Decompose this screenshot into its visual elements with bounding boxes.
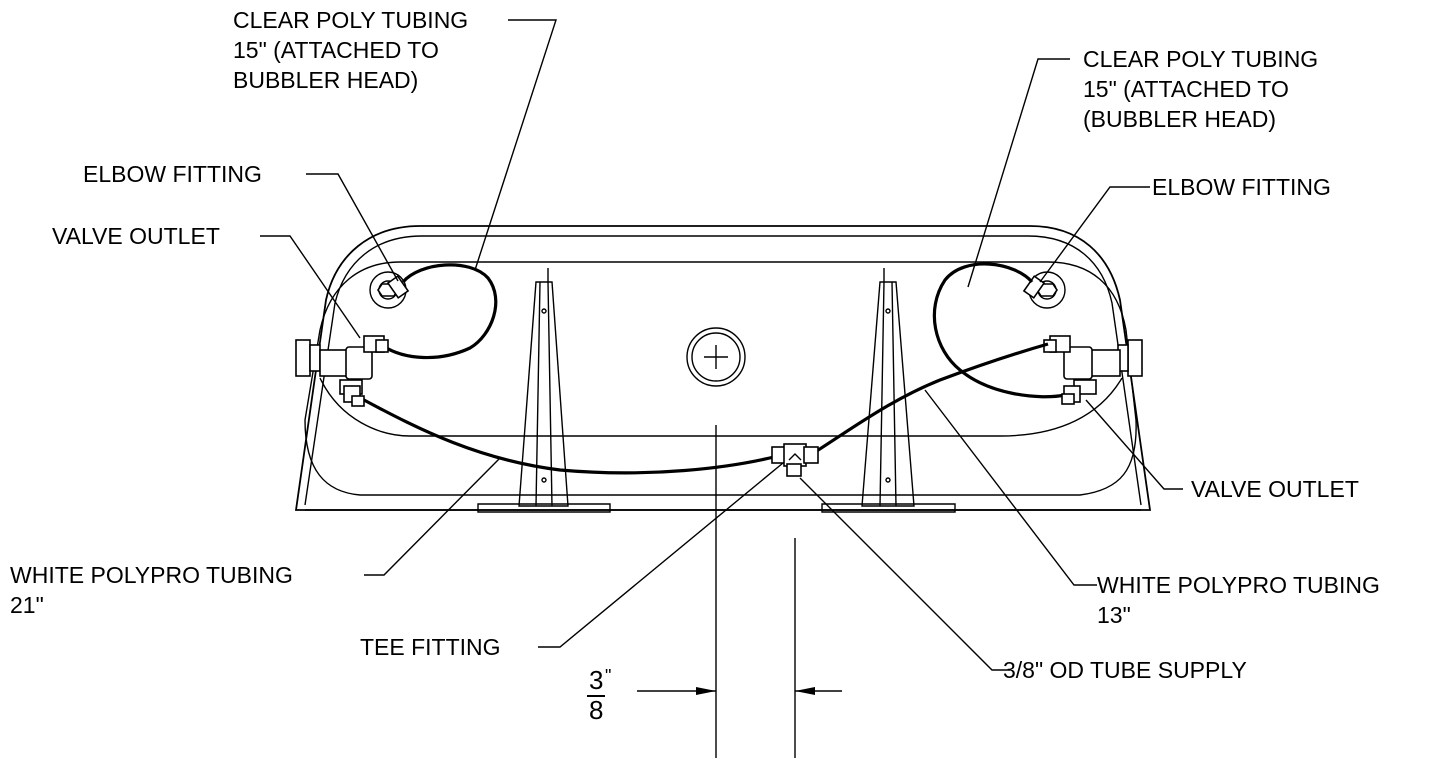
clear-tubing <box>382 262 1066 399</box>
side-ports <box>295 339 1143 377</box>
valve-left <box>319 335 389 407</box>
label-elbow-right: ELBOW FITTING <box>1152 174 1331 200</box>
label-valve-outlet-left: VALVE OUTLET <box>52 223 220 249</box>
fraction-bar <box>587 695 605 697</box>
basin-outline <box>294 225 1152 513</box>
label-valve-outlet-right: VALVE OUTLET <box>1191 476 1359 502</box>
dimension-inch-mark: " <box>605 666 612 686</box>
label-tee-fitting: TEE FITTING <box>360 634 501 660</box>
label-tube-supply: 3/8" OD TUBE SUPPLY <box>1003 657 1247 683</box>
tee-fitting <box>771 443 819 477</box>
dimension-numerator: 3 <box>589 665 604 695</box>
label-white-tubing-right: WHITE POLYPRO TUBING 13" <box>1097 572 1380 628</box>
drain <box>686 327 746 387</box>
valve-right <box>1043 335 1121 405</box>
bubbler-heads <box>369 271 1066 309</box>
label-clear-tubing-left: CLEAR POLY TUBING 15" (ATTACHED TO BUBBL… <box>233 7 469 93</box>
white-tubing <box>363 342 1049 475</box>
leader-lines <box>260 19 1183 671</box>
label-white-tubing-left: WHITE POLYPRO TUBING 21" <box>10 562 293 618</box>
dimension-denominator: 8 <box>589 695 604 725</box>
label-clear-tubing-right: CLEAR POLY TUBING 15" (ATTACHED TO (BUBB… <box>1083 46 1319 132</box>
dimension-value: 3 " 8 <box>585 666 625 726</box>
dimension-lines <box>637 425 842 758</box>
label-elbow-left: ELBOW FITTING <box>83 161 262 187</box>
